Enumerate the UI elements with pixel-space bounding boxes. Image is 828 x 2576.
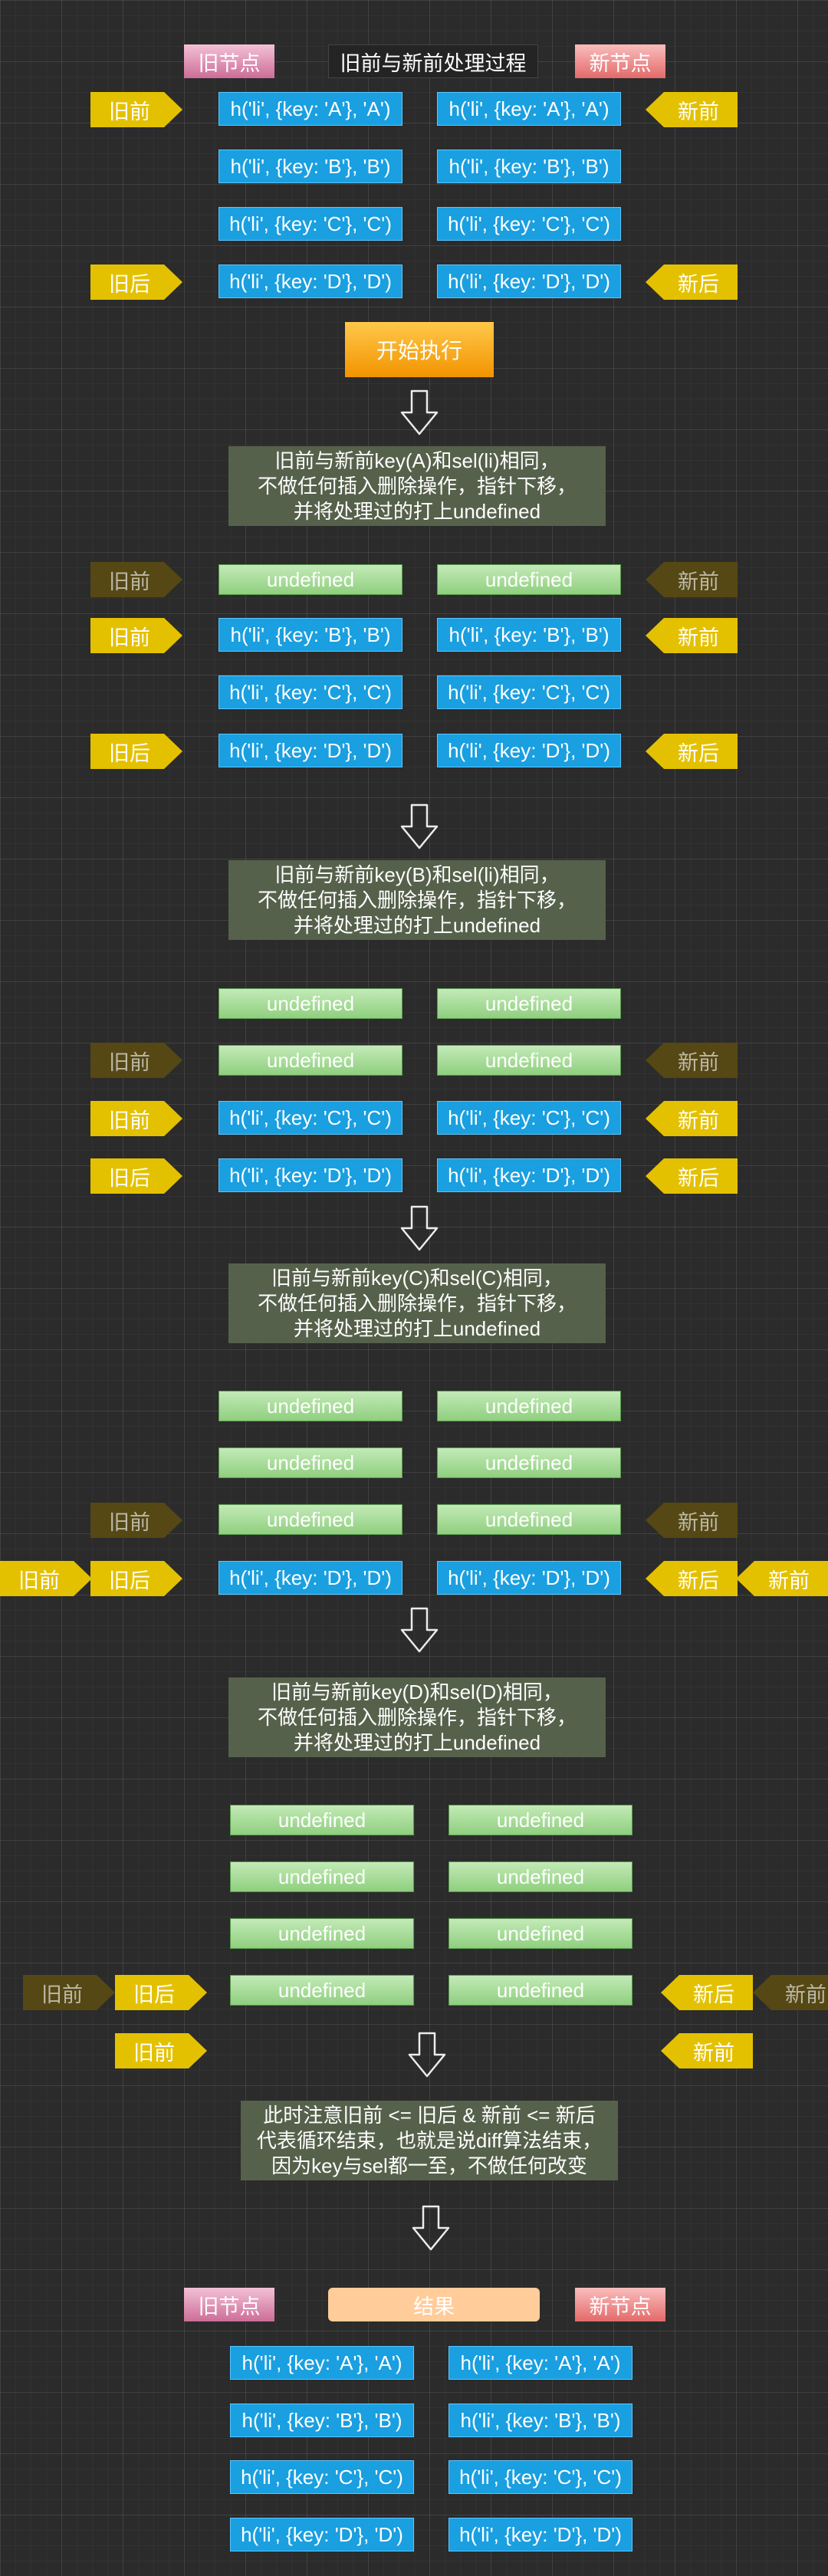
new-b-node: h('li', {key: 'B'}, 'B') (437, 150, 621, 183)
new-b-node: h('li', {key: 'B'}, 'B') (449, 2404, 632, 2437)
old-end-pointer: 旧后 (115, 1975, 207, 2010)
new-start-pointer: 新前 (646, 92, 738, 127)
new-end-pointer: 新后 (646, 1561, 738, 1596)
new-c-node: h('li', {key: 'C'}, 'C') (437, 207, 621, 241)
new-start-pointer: 新前 (646, 618, 738, 653)
new-start-pointer: 新前 (646, 1101, 738, 1136)
old-d-node: h('li', {key: 'D'}, 'D') (219, 1561, 402, 1595)
new-c-node: h('li', {key: 'C'}, 'C') (449, 2460, 632, 2494)
new-undefined-node: undefined (449, 1918, 632, 1949)
old-start-pointer: 旧前 (90, 92, 182, 127)
old-d-node: h('li', {key: 'D'}, 'D') (230, 2518, 414, 2551)
old-d-node: h('li', {key: 'D'}, 'D') (219, 264, 402, 298)
down-arrow-icon (399, 1607, 440, 1654)
down-arrow-icon (406, 2032, 448, 2079)
new-undefined-node: undefined (437, 564, 621, 595)
old-a-node: h('li', {key: 'A'}, 'A') (219, 92, 402, 126)
down-arrow-icon (399, 1205, 440, 1253)
old-start-pointer: 旧前 (90, 618, 182, 653)
old-c-node: h('li', {key: 'C'}, 'C') (230, 2460, 414, 2494)
old-undefined-node: undefined (219, 1504, 402, 1535)
new-start-pointer: 新前 (661, 2033, 753, 2068)
new-undefined-node: undefined (437, 1447, 621, 1478)
new-d-node: h('li', {key: 'D'}, 'D') (437, 1561, 621, 1595)
new-nodes-label: 新节点 (575, 2288, 665, 2321)
old-end-pointer: 旧后 (90, 734, 182, 769)
old-end-pointer: 旧后 (90, 1561, 182, 1596)
old-undefined-node: undefined (230, 1805, 414, 1835)
old-start-pointer-prev: 旧前 (90, 562, 182, 597)
new-c-node: h('li', {key: 'C'}, 'C') (437, 1101, 621, 1135)
old-d-node: h('li', {key: 'D'}, 'D') (219, 734, 402, 767)
old-nodes-label: 旧节点 (184, 44, 274, 78)
old-undefined-node: undefined (219, 1045, 402, 1076)
old-c-node: h('li', {key: 'C'}, 'C') (219, 207, 402, 241)
new-undefined-node: undefined (449, 1861, 632, 1892)
down-arrow-icon (399, 803, 440, 851)
step-description: 旧前与新前key(B)和sel(li)相同， 不做任何插入删除操作，指针下移， … (228, 860, 606, 940)
old-undefined-node: undefined (230, 1861, 414, 1892)
new-d-node: h('li', {key: 'D'}, 'D') (449, 2518, 632, 2551)
old-a-node: h('li', {key: 'A'}, 'A') (230, 2346, 414, 2380)
new-d-node: h('li', {key: 'D'}, 'D') (437, 264, 621, 298)
old-c-node: h('li', {key: 'C'}, 'C') (219, 675, 402, 709)
step-description: 旧前与新前key(C)和sel(C)相同， 不做任何插入删除操作，指针下移， 并… (228, 1263, 606, 1343)
old-undefined-node: undefined (219, 988, 402, 1019)
step-description: 旧前与新前key(A)和sel(li)相同， 不做任何插入删除操作，指针下移， … (228, 446, 606, 526)
new-undefined-node: undefined (449, 1805, 632, 1835)
new-undefined-node: undefined (449, 1975, 632, 2006)
old-start-pointer-prev: 旧前 (90, 1043, 182, 1078)
new-undefined-node: undefined (437, 1504, 621, 1535)
old-start-pointer: 旧前 (0, 1561, 92, 1596)
new-a-node: h('li', {key: 'A'}, 'A') (449, 2346, 632, 2380)
down-arrow-icon (399, 389, 440, 437)
old-c-node: h('li', {key: 'C'}, 'C') (219, 1101, 402, 1135)
new-end-pointer: 新后 (646, 1158, 738, 1194)
new-start-pointer-prev: 新前 (646, 1043, 738, 1078)
new-end-pointer: 新后 (646, 264, 738, 300)
old-start-pointer: 旧前 (115, 2033, 207, 2068)
old-start-pointer-prev: 旧前 (90, 1503, 182, 1538)
new-end-pointer: 新后 (646, 734, 738, 769)
new-d-node: h('li', {key: 'D'}, 'D') (437, 734, 621, 767)
step-description: 旧前与新前key(D)和sel(D)相同， 不做任何插入删除操作，指针下移， 并… (228, 1677, 606, 1757)
old-b-node: h('li', {key: 'B'}, 'B') (230, 2404, 414, 2437)
new-start-pointer-prev: 新前 (753, 1975, 828, 2010)
new-a-node: h('li', {key: 'A'}, 'A') (437, 92, 621, 126)
end-note: 此时注意旧前 <= 旧后 & 新前 <= 新后 代表循环结束，也就是说diff算… (241, 2101, 618, 2180)
new-start-pointer: 新前 (736, 1561, 828, 1596)
old-end-pointer: 旧后 (90, 1158, 182, 1194)
old-b-node: h('li', {key: 'B'}, 'B') (219, 618, 402, 652)
new-d-node: h('li', {key: 'D'}, 'D') (437, 1158, 621, 1192)
new-nodes-label: 新节点 (575, 44, 665, 78)
process-title: 旧前与新前处理过程 (328, 44, 538, 78)
old-nodes-label: 旧节点 (184, 2288, 274, 2321)
down-arrow-icon (410, 2205, 452, 2252)
start-button[interactable]: 开始执行 (345, 322, 494, 377)
old-undefined-node: undefined (230, 1975, 414, 2006)
result-title: 结果 (328, 2288, 540, 2321)
new-undefined-node: undefined (437, 1045, 621, 1076)
new-undefined-node: undefined (437, 1391, 621, 1421)
new-start-pointer-prev: 新前 (646, 1503, 738, 1538)
old-end-pointer: 旧后 (90, 264, 182, 300)
old-undefined-node: undefined (230, 1918, 414, 1949)
old-b-node: h('li', {key: 'B'}, 'B') (219, 150, 402, 183)
new-b-node: h('li', {key: 'B'}, 'B') (437, 618, 621, 652)
old-undefined-node: undefined (219, 564, 402, 595)
old-start-pointer-prev: 旧前 (23, 1975, 115, 2010)
old-undefined-node: undefined (219, 1391, 402, 1421)
new-undefined-node: undefined (437, 988, 621, 1019)
old-d-node: h('li', {key: 'D'}, 'D') (219, 1158, 402, 1192)
old-undefined-node: undefined (219, 1447, 402, 1478)
old-start-pointer: 旧前 (90, 1101, 182, 1136)
new-end-pointer: 新后 (661, 1975, 753, 2010)
new-c-node: h('li', {key: 'C'}, 'C') (437, 675, 621, 709)
new-start-pointer-prev: 新前 (646, 562, 738, 597)
